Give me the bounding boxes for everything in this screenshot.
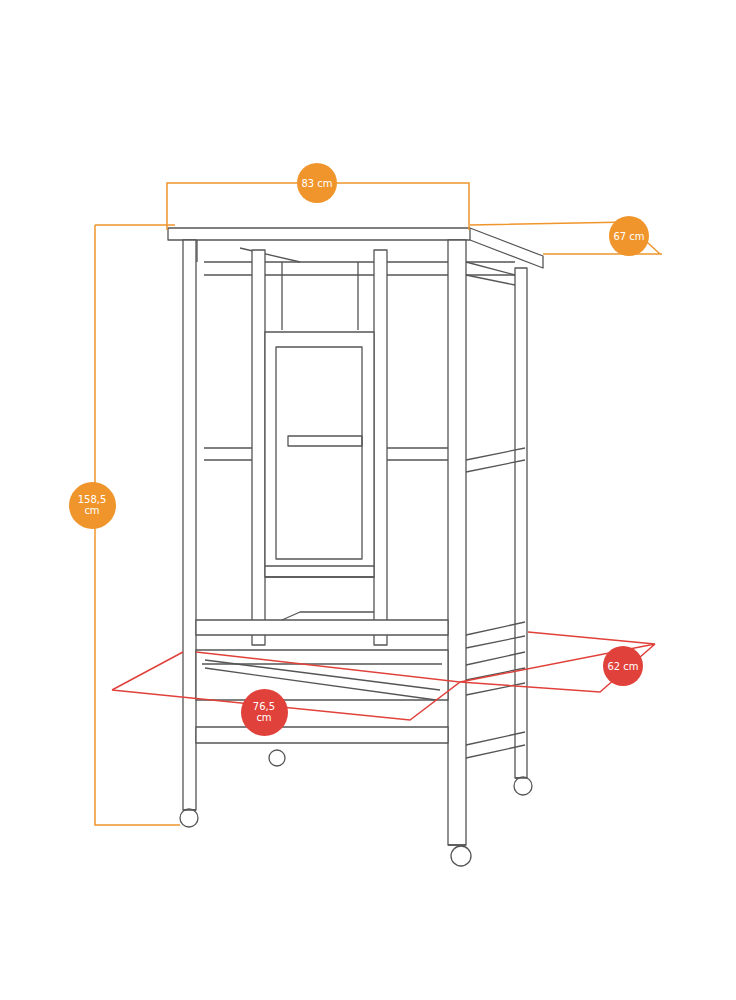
dimension-callout: 83 cm: [297, 163, 337, 203]
dimension-value: 83 cm: [301, 178, 332, 189]
dimension-value: 67 cm: [613, 231, 644, 242]
dimension-callout: 76,5 cm: [241, 689, 288, 736]
dimension-value: 62 cm: [607, 661, 638, 672]
dimension-callout: 158,5 cm: [69, 482, 116, 529]
dimension-line: [112, 632, 655, 720]
dimension-value: 76,5 cm: [247, 701, 281, 723]
dimension-line: [95, 183, 662, 825]
dimension-callout: 62 cm: [603, 646, 643, 686]
dimension-value: 158,5 cm: [75, 494, 109, 516]
dimension-callout: 67 cm: [609, 216, 649, 256]
